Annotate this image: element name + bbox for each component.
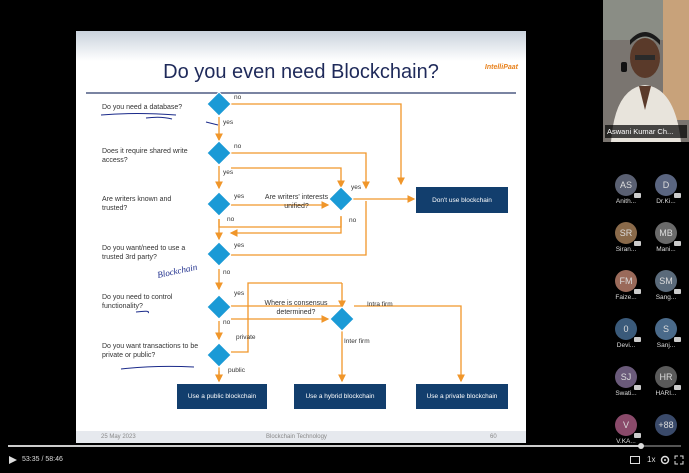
participant-name: Anith...	[615, 198, 637, 205]
participant-name: Mani...	[656, 246, 676, 253]
question-control-functionality: Do you need to control functionality?	[102, 294, 173, 310]
presenter-name-tag: Aswani Kumar Ch...	[605, 125, 687, 138]
edge-label-no: no	[234, 94, 242, 101]
footer-page-number: 60	[490, 434, 497, 440]
participant-avatar: SR	[615, 222, 641, 246]
playback-speed[interactable]: 1x	[647, 455, 656, 464]
camera-off-icon	[674, 385, 681, 390]
edge-label-inter-firm: Inter firm	[344, 338, 370, 345]
presenter-image	[603, 0, 689, 142]
question-trusted-third-party: Do you want/need to use a trusted 3rd pa…	[102, 245, 186, 261]
camera-off-icon	[674, 337, 681, 342]
edge-label-yes: yes	[234, 193, 245, 200]
edge-label-yes: yes	[223, 169, 234, 176]
participant-name: Siran...	[615, 246, 637, 253]
participant-tile[interactable]: +88	[646, 414, 686, 438]
participant-name: Faize...	[615, 294, 637, 301]
participant-name: Swati...	[615, 390, 637, 397]
flowchart-diagram: Blockchain	[76, 31, 526, 443]
participant-avatar: D	[655, 174, 681, 198]
participant-avatar: AS	[615, 174, 641, 198]
participant-avatar: S	[655, 318, 681, 342]
slide-title: Do you even need Blockchain?	[163, 61, 439, 83]
settings-gear-icon[interactable]	[660, 455, 670, 465]
edge-label-no: no	[223, 319, 231, 326]
edge-label-no: no	[349, 217, 357, 224]
edge-label-public: public	[228, 367, 245, 374]
footer-title: Blockchain Technology	[266, 434, 327, 440]
edge-label-yes: yes	[351, 184, 362, 191]
footer-date: 25 May 2023	[101, 434, 136, 440]
participant-avatar: MB	[655, 222, 681, 246]
outcome-hybrid-blockchain: Use a hybrid blockchain	[294, 384, 386, 409]
edge-label-intra-firm: Intra firm	[367, 301, 393, 308]
question-writers-known: Are writers known and trusted?	[102, 196, 172, 212]
edge-label-yes: yes	[234, 290, 245, 297]
outcome-public-blockchain: Use a public blockchain	[177, 384, 267, 409]
camera-off-icon	[634, 385, 641, 390]
camera-off-icon	[674, 241, 681, 246]
progress-fill	[8, 445, 641, 447]
edge-label-no: no	[223, 269, 231, 276]
question-interests-unified: Are writers' interests unified?	[264, 194, 329, 210]
camera-off-icon	[674, 289, 681, 294]
fullscreen-icon[interactable]	[674, 455, 684, 465]
camera-off-icon	[634, 193, 641, 198]
edge-label-yes: yes	[223, 119, 234, 126]
participant-avatar: 0	[615, 318, 641, 342]
presenter-video[interactable]	[603, 0, 689, 142]
participant-avatar: HR	[655, 366, 681, 390]
question-database: Do you need a database?	[102, 104, 183, 111]
participant-avatar: FM	[615, 270, 641, 294]
participant-avatar: SJ	[615, 366, 641, 390]
play-icon[interactable]	[6, 455, 20, 465]
edge-label-no: no	[227, 216, 235, 223]
participant-avatar: SM	[655, 270, 681, 294]
camera-off-icon	[634, 241, 641, 246]
question-private-public: Do you want transactions to be private o…	[102, 343, 199, 359]
participant-name: V.KA...	[616, 438, 636, 445]
intellipaat-logo: IntelliPaat	[484, 64, 518, 71]
outcome-dont-use-blockchain: Don't use blockchain	[416, 187, 508, 213]
participant-name: Sanj...	[656, 342, 676, 349]
edge-label-private: private	[236, 334, 256, 341]
playback-progress-bar[interactable]	[8, 445, 681, 447]
captions-icon[interactable]	[630, 455, 640, 465]
participant-avatar: V	[615, 414, 641, 438]
edge-label-no: no	[234, 143, 242, 150]
participant-name: Sang...	[655, 294, 677, 301]
presentation-slide: Blockchain Do you even need Blockchain? …	[76, 31, 526, 443]
handwritten-blockchain-note: Blockchain	[156, 262, 198, 280]
timecode: 53:35 / 58:46	[22, 456, 63, 463]
progress-scrubber[interactable]	[637, 443, 644, 449]
camera-off-icon	[634, 433, 641, 438]
participant-name: HARI...	[655, 390, 677, 397]
participant-name: Devi...	[616, 342, 636, 349]
camera-off-icon	[634, 337, 641, 342]
participant-name: Dr.Ki...	[656, 198, 676, 205]
participant-avatar: +88	[655, 414, 677, 436]
outcome-private-blockchain: Use a private blockchain	[416, 384, 508, 409]
camera-off-icon	[674, 193, 681, 198]
edge-label-yes: yes	[234, 242, 245, 249]
camera-off-icon	[634, 289, 641, 294]
question-consensus: Where is consensus determined?	[264, 300, 328, 316]
question-shared-write: Does it require shared write access?	[102, 148, 188, 164]
